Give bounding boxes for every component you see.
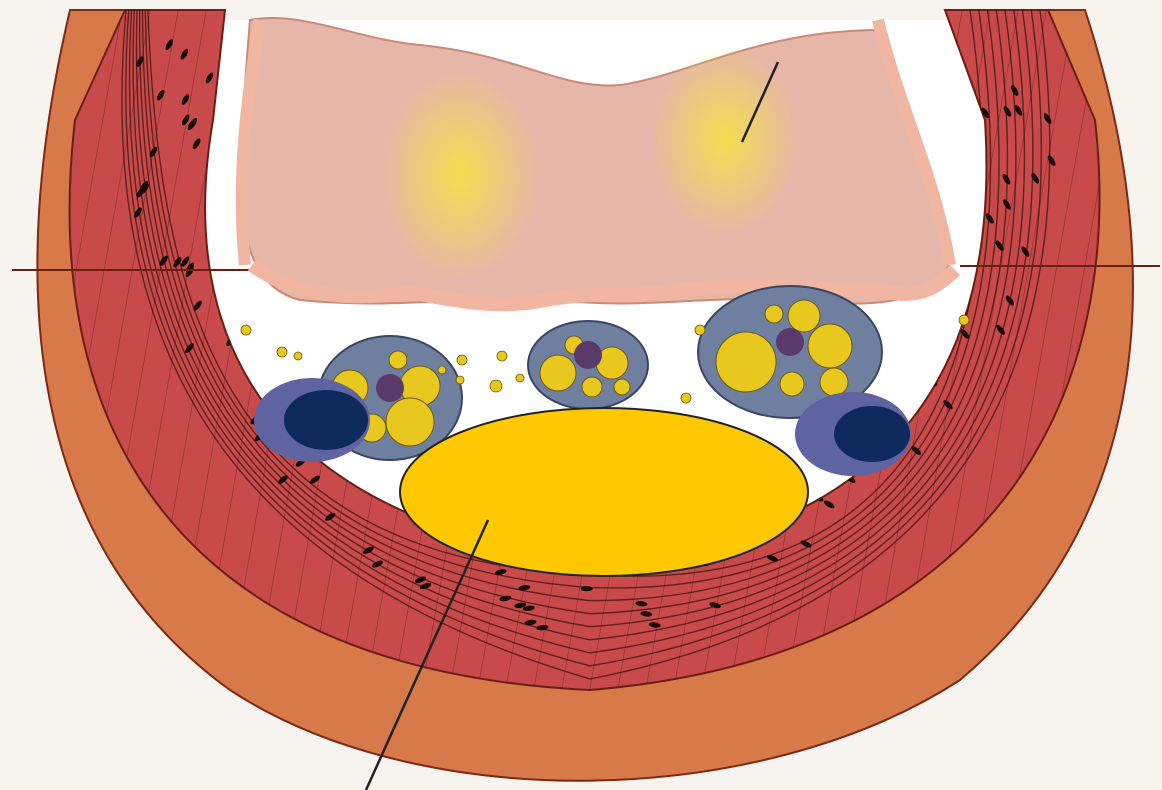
foam-cell-lipid xyxy=(808,324,852,368)
plaque-yellow-deposit-left xyxy=(380,70,540,280)
foam-cell-lipid xyxy=(765,305,783,323)
lipid-droplet xyxy=(695,325,705,335)
foam-cell-lipid xyxy=(386,398,434,446)
foam-cell-lipid xyxy=(540,355,576,391)
lipid-droplet xyxy=(294,352,302,360)
foam-cell-lipid xyxy=(614,379,630,395)
foam-cell-lipid xyxy=(582,377,602,397)
lipid-droplet xyxy=(516,374,524,382)
foam-cell-nucleus xyxy=(776,328,804,356)
foam-cell-lipid xyxy=(780,372,804,396)
foam-cell-lipid xyxy=(389,351,407,369)
lipid-droplet xyxy=(456,376,464,384)
blue-marker-right xyxy=(795,392,911,476)
lipid-droplet xyxy=(277,347,287,357)
lipid-droplet xyxy=(959,315,969,325)
lipid-droplet xyxy=(681,393,691,403)
lipid-droplet xyxy=(490,380,502,392)
foam-cell-lipid xyxy=(820,368,848,396)
muscle-hatch-line xyxy=(0,0,40,790)
plaque-yellow-deposit-right xyxy=(650,45,800,235)
blue-marker-left xyxy=(254,378,370,462)
foam-cell-lipid xyxy=(788,300,820,332)
foam-cell-nucleus xyxy=(574,341,602,369)
lipid-droplet xyxy=(241,325,251,335)
lipid-core-ellipse xyxy=(400,408,808,576)
foam-cell-middle xyxy=(528,321,648,409)
foam-cell-lipid xyxy=(716,332,776,392)
lipid-droplet xyxy=(457,355,467,365)
lipid-droplet xyxy=(438,366,446,374)
foam-cell-nucleus xyxy=(376,374,404,402)
lipid-droplet xyxy=(497,351,507,361)
